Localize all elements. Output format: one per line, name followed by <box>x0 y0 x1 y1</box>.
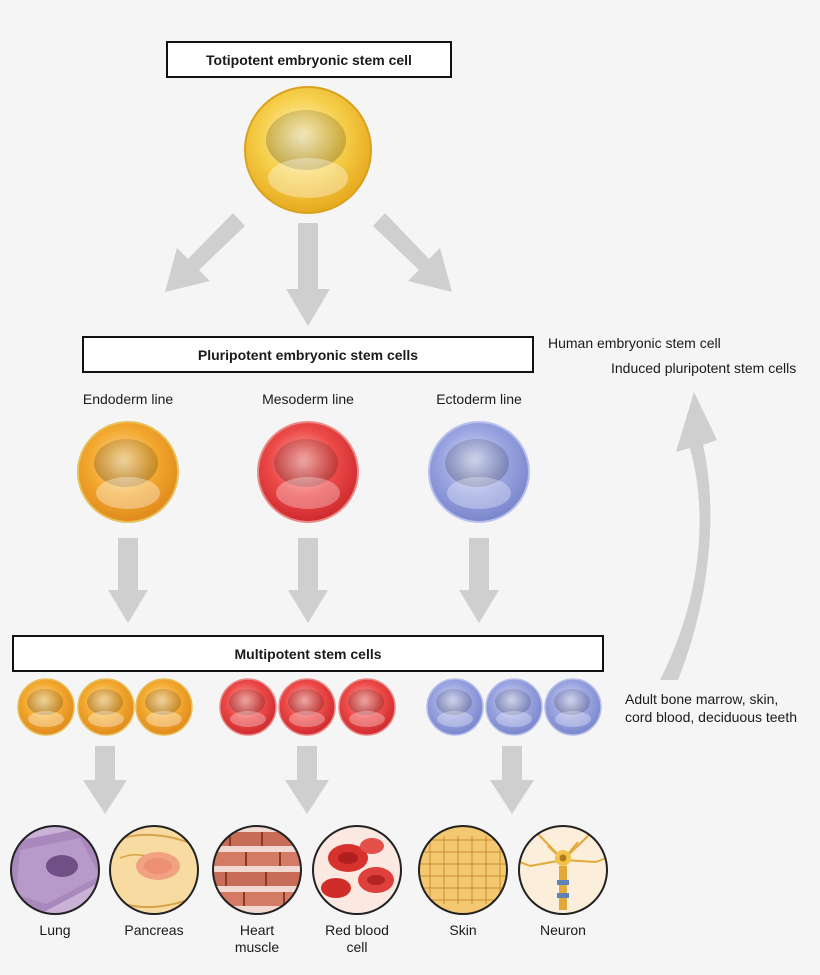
multipotent-mesoderm-cells <box>219 678 396 736</box>
arrow-down <box>286 223 330 326</box>
mesoderm-cell <box>257 421 359 523</box>
human-embryonic-note: Human embryonic stem cell <box>548 335 721 351</box>
arrow-endoderm-lineage <box>83 746 127 814</box>
arrows-to-cell-types <box>83 746 534 814</box>
arrow-mesoderm-lineage <box>285 746 329 814</box>
pluripotent-title: Pluripotent embryonic stem cells <box>82 336 534 373</box>
rbc-label-line1: Red blood <box>325 922 389 938</box>
neuron-label: Neuron <box>540 922 586 938</box>
arrow-ectoderm <box>459 538 499 623</box>
arrows-to-multipotent <box>108 538 499 623</box>
arrow-mesoderm <box>288 538 328 623</box>
heart-label-line2: muscle <box>234 939 280 955</box>
endoderm-label: Endoderm line <box>82 391 174 407</box>
endoderm-cell <box>77 421 179 523</box>
pancreas-cell-image <box>109 825 199 915</box>
arrow-ectoderm-lineage <box>490 746 534 814</box>
multipotent-endoderm-cells <box>17 678 193 736</box>
skin-label: Skin <box>449 922 477 938</box>
skin-cell-image <box>418 825 508 915</box>
arrow-down-left <box>165 213 245 292</box>
totipotent-cell <box>244 86 372 214</box>
multipotent-title: Multipotent stem cells <box>12 635 604 672</box>
adult-sources-line1: Adult bone marrow, skin, <box>625 691 779 707</box>
multipotent-ectoderm-cells <box>426 678 602 736</box>
adult-sources-line2: cord blood, deciduous teeth <box>625 709 798 725</box>
ectoderm-cell <box>428 421 530 523</box>
pancreas-label: Pancreas <box>124 922 184 938</box>
mesoderm-label: Mesoderm line <box>262 391 354 407</box>
induced-pluripotent-arrow <box>660 392 717 680</box>
lung-label: Lung <box>39 922 71 938</box>
induced-pluripotent-note: Induced pluripotent stem cells <box>611 360 797 376</box>
ectoderm-label: Ectoderm line <box>436 391 522 407</box>
arrow-endoderm <box>108 538 148 623</box>
neuron-image <box>518 825 608 915</box>
totipotent-title: Totipotent embryonic stem cell <box>166 41 452 78</box>
red-blood-cell-image <box>312 825 402 915</box>
arrows-from-totipotent <box>165 213 452 326</box>
heart-label-line1: Heart <box>239 922 275 938</box>
rbc-label-line2: cell <box>346 939 368 955</box>
arrow-down-right <box>373 213 452 292</box>
heart-muscle-image <box>212 825 302 915</box>
lung-cell-image <box>10 825 100 915</box>
